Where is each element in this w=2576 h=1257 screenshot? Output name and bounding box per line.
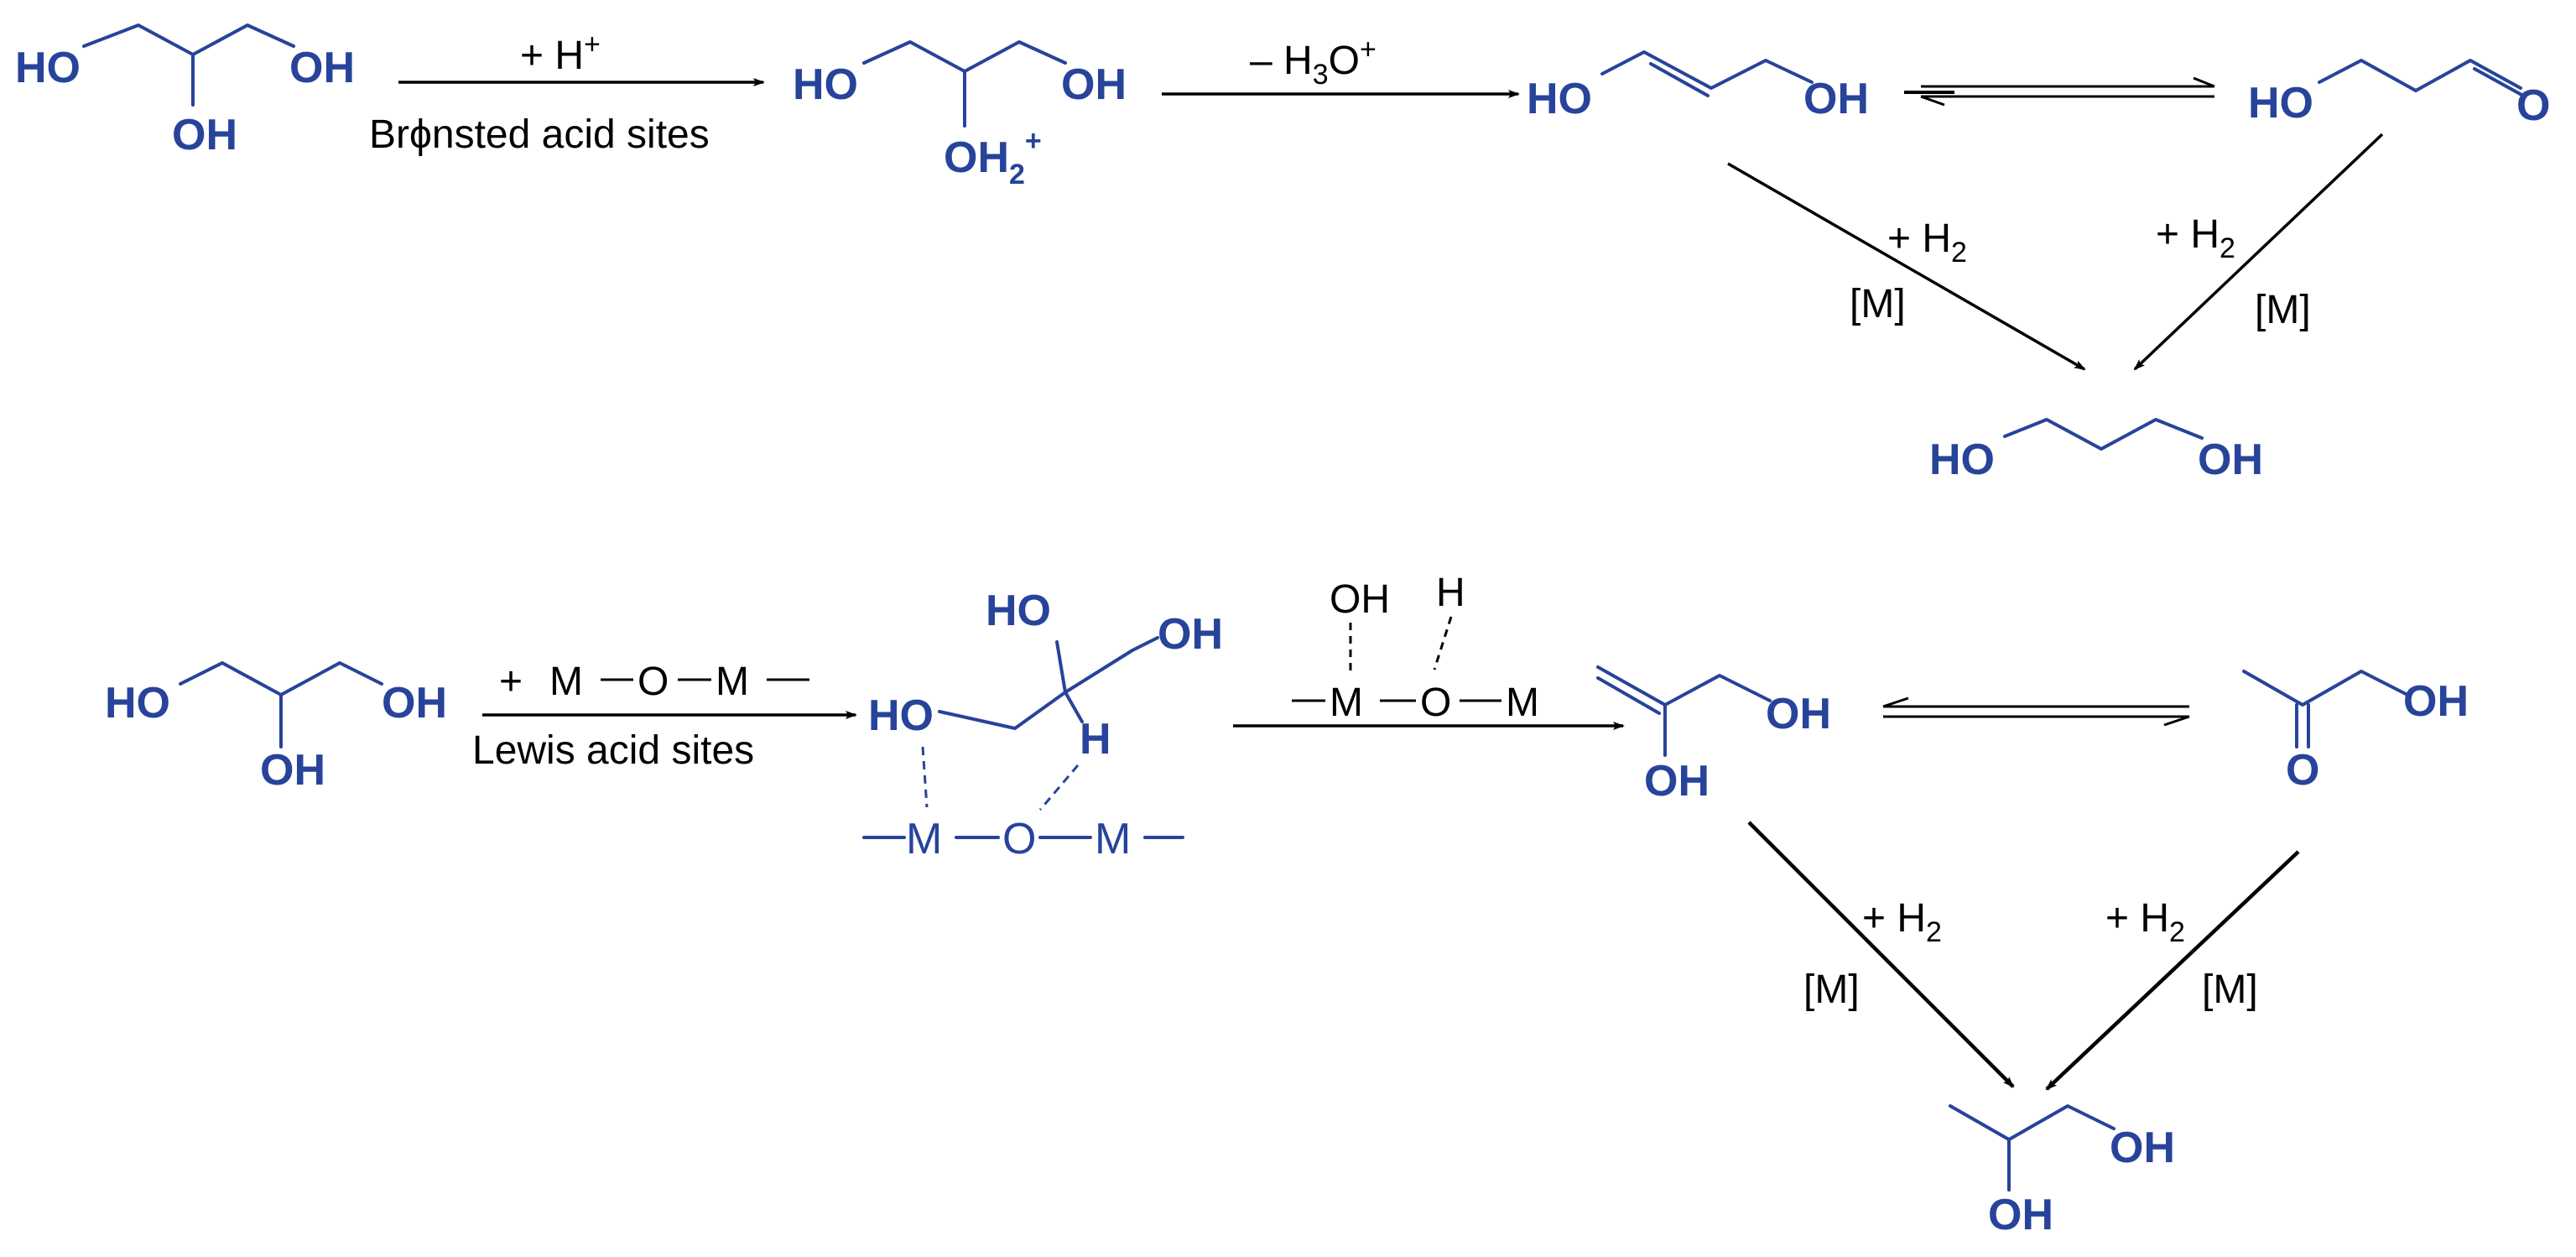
arrow-protonation: + H+ Brϕnsted acid sites: [369, 29, 765, 157]
propanediol-13: HO OH: [1929, 418, 2263, 484]
arrow-lewis-dehydration: OH H M O M: [1233, 571, 1625, 730]
oh-label: OH: [1644, 757, 1710, 806]
metal-label: [M]: [2255, 288, 2311, 332]
enol-intermediate: HO OH: [1527, 50, 1869, 123]
ho-label: HO: [1929, 436, 1995, 484]
enol-intermediate-bottom: OH OH: [1596, 665, 1831, 806]
glycerol-top: HO OH OH: [15, 23, 355, 159]
oxygen-atom: O: [1420, 681, 1451, 725]
h2-label: + H2: [2156, 212, 2235, 264]
metal-atom: M: [1095, 815, 1131, 863]
oh-label: OH: [289, 44, 355, 92]
o-label: O: [2286, 746, 2319, 795]
oh-label: OH: [382, 679, 447, 728]
oh-label: OH: [260, 746, 325, 795]
bronsted-label: Brϕnsted acid sites: [369, 112, 710, 157]
arrow-lewis-adsorption: + M O M Lewis acid sites: [472, 660, 857, 773]
h2-label: + H2: [2105, 896, 2185, 948]
hydroxyacetone: OH O: [2242, 670, 2469, 795]
hydroxypropanal: HO O: [2248, 59, 2550, 130]
adsorbed-glycerol: HO OH HO H M O M: [862, 587, 1223, 863]
glycerol-bottom: HO OH OH: [105, 661, 447, 795]
lewis-label: Lewis acid sites: [472, 728, 754, 773]
metal-atom: M: [549, 660, 583, 704]
o-label: O: [2516, 81, 2550, 130]
metal-label: [M]: [1803, 968, 1860, 1012]
h2-label: + H2: [1887, 216, 1967, 269]
ho-label: HO: [1527, 75, 1592, 123]
oh-label: OH: [1766, 690, 1831, 738]
ho-label: HO: [793, 60, 858, 109]
metal-atom: M: [1330, 681, 1363, 725]
h2-label: + H2: [1862, 896, 1942, 948]
oh-surface-label: OH: [1330, 577, 1390, 622]
oh2-plus-label: OH2+: [944, 125, 1042, 190]
oh-label: OH: [2198, 436, 2263, 484]
h3o-label: – H3O+: [1250, 34, 1376, 91]
ho-label: HO: [105, 679, 170, 728]
proton-label: + H+: [520, 29, 601, 78]
equilibrium-arrows-top: [1904, 76, 2215, 107]
arrow-dehydration: – H3O+: [1162, 34, 1520, 98]
ho-label: HO: [868, 691, 934, 740]
oh-label: OH: [1158, 610, 1223, 659]
oh-label: OH: [172, 111, 237, 159]
h-surface-label: H: [1436, 571, 1465, 615]
oxygen-atom: O: [637, 660, 669, 704]
propanediol-12: OH OH: [1949, 1104, 2175, 1239]
hydrogenation-arrows-top: + H2 [M] + H2 [M]: [1727, 133, 2384, 371]
oh-label: OH: [2110, 1124, 2175, 1172]
hydrogenation-arrows-bottom: + H2 [M] + H2 [M]: [1747, 821, 2300, 1091]
metal-atom: M: [716, 660, 749, 704]
protonated-glycerol: HO OH OH2+: [793, 40, 1127, 190]
metal-label: [M]: [2202, 968, 2258, 1012]
metal-atom: M: [906, 815, 942, 863]
ho-label: HO: [986, 587, 1051, 635]
equilibrium-arrows-bottom: [1882, 696, 2190, 727]
ho-label: HO: [15, 44, 81, 92]
oh-label: OH: [2403, 677, 2469, 726]
h-label: H: [1080, 715, 1111, 764]
oh-label: OH: [1803, 75, 1869, 123]
oh-label: OH: [1988, 1191, 2053, 1239]
ho-label: HO: [2248, 79, 2313, 128]
oh-label: OH: [1061, 60, 1127, 109]
plus-label: +: [499, 660, 523, 704]
metal-atom: M: [1506, 681, 1539, 725]
oxygen-atom: O: [1002, 815, 1036, 863]
metal-label: [M]: [1850, 282, 1906, 326]
